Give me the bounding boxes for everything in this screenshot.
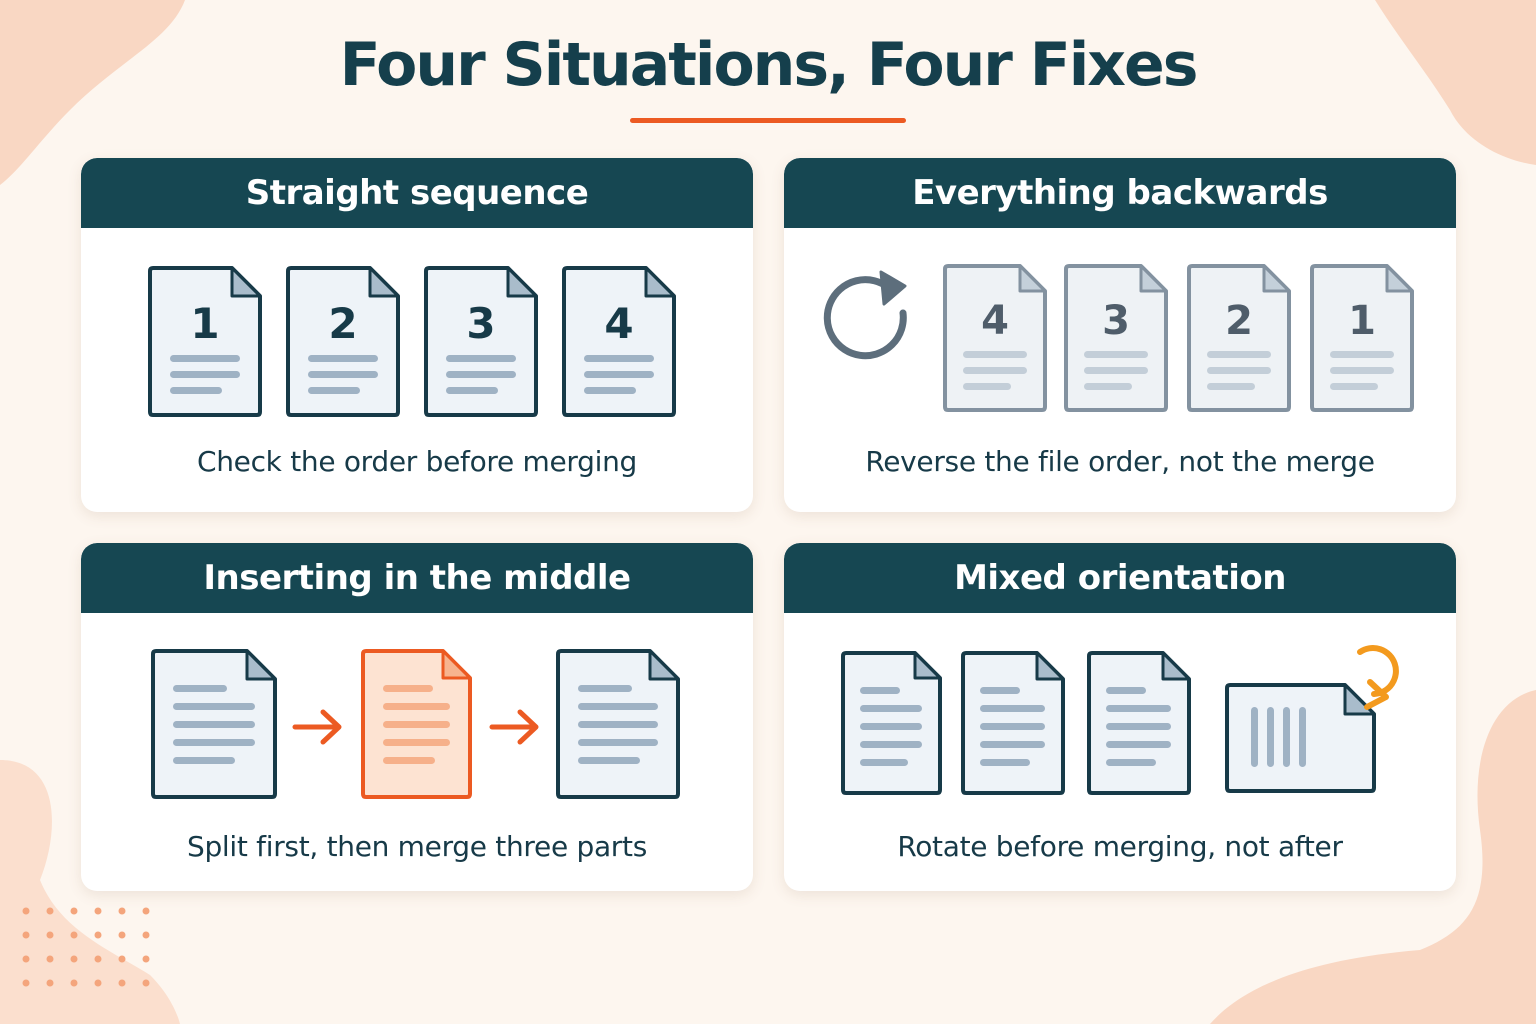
document-page-icon: 3 [424, 266, 538, 417]
panel-mixed-orientation: Mixed orientation [784, 543, 1456, 891]
panel-inserting-in-the-middle: Inserting in the middle [81, 543, 753, 891]
landscape-page-icon [1225, 683, 1376, 793]
document-page-icon: 4 [562, 266, 676, 417]
panel-caption: Rotate before merging, not after [897, 830, 1343, 863]
panel-heading: Everything backwards [784, 158, 1456, 228]
panel-heading: Straight sequence [81, 158, 753, 228]
rotate-icon [1357, 645, 1399, 710]
document-page-icon: 2 [286, 266, 400, 417]
panel-caption: Split first, then merge three parts [186, 830, 647, 863]
page-number: 1 [190, 299, 219, 348]
mixed-orientation-pages [841, 645, 1399, 795]
document-page-icon [556, 649, 680, 799]
document-page-icon: 4 [943, 264, 1047, 412]
blob-top-right [1375, 0, 1536, 165]
page-number: 4 [604, 299, 633, 348]
document-page-icon: 1 [1310, 264, 1414, 412]
pages-reversed: 4 3 2 1 [823, 264, 1414, 412]
panel-heading: Inserting in the middle [81, 543, 753, 613]
blob-bottom-right [1210, 690, 1536, 1024]
page-number: 2 [328, 299, 357, 348]
panel-straight-sequence: Straight sequence 1 2 3 [81, 158, 753, 512]
title-underline [630, 118, 906, 123]
document-page-icon: 1 [148, 266, 262, 417]
blob-bottom-left [0, 760, 180, 1024]
blob-top-left [0, 0, 185, 185]
panel-everything-backwards: Everything backwards 4 3 2 [784, 158, 1456, 512]
page-number: 3 [466, 299, 495, 348]
inserted-document-icon [361, 649, 472, 799]
page-number: 2 [1225, 298, 1253, 344]
page-number: 1 [1348, 298, 1376, 344]
document-page-icon [961, 651, 1065, 795]
rotate-icon [823, 270, 907, 360]
document-page-icon [1087, 651, 1191, 795]
panel-caption: Check the order before merging [196, 445, 638, 478]
document-page-icon: 3 [1064, 264, 1168, 412]
panel-heading: Mixed orientation [784, 543, 1456, 613]
arrow-right-icon [292, 709, 342, 745]
page-number: 3 [1102, 298, 1130, 344]
panel-caption: Reverse the file order, not the merge [865, 445, 1375, 478]
arrow-right-icon [489, 709, 539, 745]
page-title: Four Situations, Four Fixes [339, 30, 1199, 100]
document-page-icon [151, 649, 277, 799]
pages-in-order: 1 2 3 4 [148, 266, 676, 417]
page-number: 4 [981, 298, 1009, 344]
dot-grid [22, 907, 150, 987]
document-page-icon: 2 [1187, 264, 1291, 412]
document-page-icon [841, 651, 942, 795]
insert-flow [151, 649, 680, 799]
